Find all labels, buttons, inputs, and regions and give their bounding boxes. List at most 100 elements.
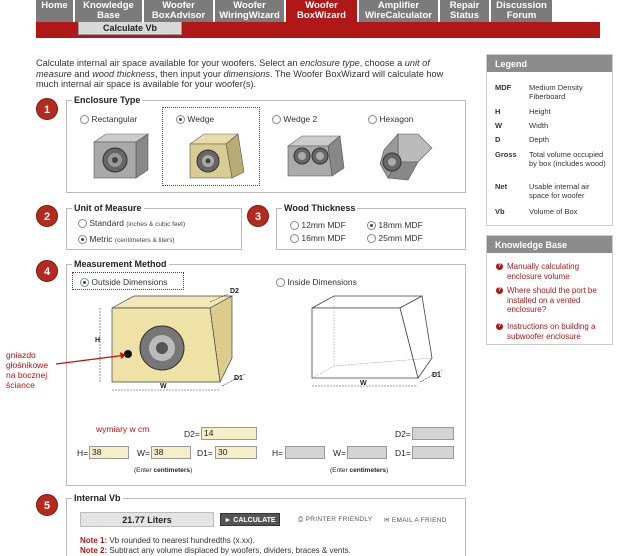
method-option-outside[interactable]: Outside Dimensions: [80, 277, 167, 288]
radio-icon: [80, 278, 89, 288]
inside-d2-input[interactable]: [412, 427, 454, 440]
method-option-inside[interactable]: Inside Dimensions: [276, 277, 357, 288]
legend-abbr: Net: [495, 182, 508, 191]
enclosure-option-rectangular[interactable]: Rectangular: [80, 114, 137, 125]
tab-label: Woofer WiringWizard: [219, 0, 280, 21]
step-3-badge: 3: [247, 205, 269, 227]
enclosure-type-box: [66, 100, 466, 193]
calculate-button[interactable]: ► CALCULATE: [220, 513, 280, 526]
legend-abbr: MDF: [495, 83, 512, 92]
label-h-inside: H=: [272, 448, 284, 458]
wood-option-18mm[interactable]: 18mm MDF: [367, 220, 423, 231]
outside-w-input[interactable]: 38: [151, 446, 191, 459]
option-label: 25mm MDF: [378, 233, 423, 243]
kb-link-label: Manually calculating enclosure volume: [507, 262, 580, 281]
wood-option-12mm[interactable]: 12mm MDF: [290, 220, 346, 231]
kb-link-manual-volume[interactable]: ? Manually calculating enclosure volume: [496, 262, 609, 281]
legend-abbr: Gross: [495, 150, 517, 159]
radio-icon: [290, 221, 299, 231]
enclosure-option-wedge[interactable]: Wedge: [176, 114, 214, 125]
wood-thickness-title: Wood Thickness: [282, 203, 358, 213]
unit-of-measure-title: Unit of Measure: [72, 203, 144, 213]
wedge-box-image[interactable]: [186, 132, 248, 180]
enclosure-option-hexagon[interactable]: Hexagon: [368, 114, 413, 125]
note-text: ): [386, 467, 389, 474]
enclosure-option-wedge-2[interactable]: Wedge 2: [272, 114, 317, 125]
wood-thickness-box: [276, 208, 466, 250]
kb-link-building-instructions[interactable]: ?Instructions on building a subwoofer en…: [496, 322, 609, 341]
diagram-label-h: H: [95, 337, 101, 344]
radio-icon: [276, 278, 285, 288]
label-d2-inside: D2=: [395, 429, 411, 439]
outside-d1-input[interactable]: 30: [215, 446, 257, 459]
intro-part: and: [71, 68, 93, 79]
outside-d2-input[interactable]: 14: [201, 427, 257, 440]
wedge-2-box-image[interactable]: [284, 132, 348, 180]
note-text: (Enter: [330, 467, 350, 474]
rectangular-box-image[interactable]: [88, 132, 152, 180]
question-icon: ?: [496, 263, 503, 270]
tab-home[interactable]: Home: [36, 0, 74, 22]
intro-text: Calculate internal air space available f…: [36, 58, 466, 90]
legend-desc: Depth: [529, 135, 550, 144]
label-d2: D2=: [184, 429, 200, 439]
inside-w-input[interactable]: [347, 446, 387, 459]
legend-desc: Volume of Box: [529, 207, 578, 216]
outside-h-input[interactable]: 38: [89, 446, 129, 459]
legend-title: Legend: [487, 55, 612, 72]
measurement-method-box: [66, 264, 466, 486]
tab-label: Home: [41, 0, 68, 11]
option-label: Standard: [89, 218, 124, 228]
unit-option-metric[interactable]: Metric (centimeters & liters): [78, 234, 175, 245]
diagram-label-d1-inside: D1: [432, 372, 441, 379]
unit-of-measure-box: [66, 208, 242, 250]
inside-d1-input[interactable]: [412, 446, 454, 459]
radio-icon: [78, 219, 87, 229]
tab-woofer-boxwizard[interactable]: Woofer BoxWizard: [286, 0, 358, 24]
radio-icon: [367, 234, 376, 244]
step-4-badge: 4: [36, 260, 58, 282]
note-label: Note 2:: [80, 546, 108, 555]
tab-discussion-forum[interactable]: Discussion Forum: [491, 0, 553, 22]
tab-amplifier-wirecalculator[interactable]: Amplifier WireCalculator: [359, 0, 439, 22]
label-w-inside: W=: [333, 448, 346, 458]
enter-centimeters-note: (Enter centimeters): [134, 467, 192, 474]
intro-part: Calculate internal air space available f…: [36, 58, 301, 68]
tab-label: Knowledge Base: [83, 0, 134, 21]
tab-knowledge-base[interactable]: Knowledge Base: [75, 0, 143, 22]
intro-emphasis: unit of measure: [36, 58, 430, 79]
inside-h-input[interactable]: [285, 446, 325, 459]
unit-option-standard[interactable]: Standard (inches & cubic feet): [78, 218, 185, 229]
kb-link-port-placement[interactable]: ?Where should the port be installed on a…: [496, 286, 609, 315]
subtab-calculate-vb[interactable]: Calculate Vb: [78, 22, 182, 35]
step-5-badge: 5: [36, 494, 58, 516]
tab-woofer-boxadvisor[interactable]: Woofer BoxAdvisor: [144, 0, 214, 22]
tab-repair-status[interactable]: Repair Status: [440, 0, 490, 22]
printer-friendly-link[interactable]: ⎙ PRINTER FRIENDLY: [298, 516, 372, 524]
legend-desc: Medium Density Fiberboard: [529, 83, 583, 101]
email-friend-link[interactable]: ✉ EMAIL A FRIEND: [384, 516, 447, 524]
radio-icon: [272, 115, 281, 125]
tab-label: Repair Status: [449, 0, 480, 21]
tab-label: Woofer BoxWizard: [296, 0, 346, 21]
option-note: (centimeters & liters): [114, 237, 175, 244]
knowledge-base-title: Knowledge Base: [487, 236, 612, 253]
diagram-label-d2: D2: [230, 288, 239, 295]
wood-option-16mm[interactable]: 16mm MDF: [290, 233, 346, 244]
tab-woofer-wiringwizard[interactable]: Woofer WiringWizard: [215, 0, 285, 22]
radio-icon: [290, 234, 299, 244]
selected-enclosure-highlight: [162, 107, 260, 186]
hexagon-box-image[interactable]: [378, 130, 436, 182]
note-unit: centimeters: [349, 467, 387, 474]
note-2: Note 2: Subtract any volume displaced by…: [80, 546, 351, 556]
wood-option-25mm[interactable]: 25mm MDF: [367, 233, 423, 244]
label-d1: D1=: [197, 448, 213, 458]
outside-dimensions-diagram: [99, 294, 246, 391]
diagram-label-w: W: [160, 383, 167, 390]
radio-icon: [80, 115, 89, 125]
option-label: Inside Dimensions: [287, 277, 357, 287]
note-text: Subtract any volume displaced by woofers…: [107, 546, 351, 555]
